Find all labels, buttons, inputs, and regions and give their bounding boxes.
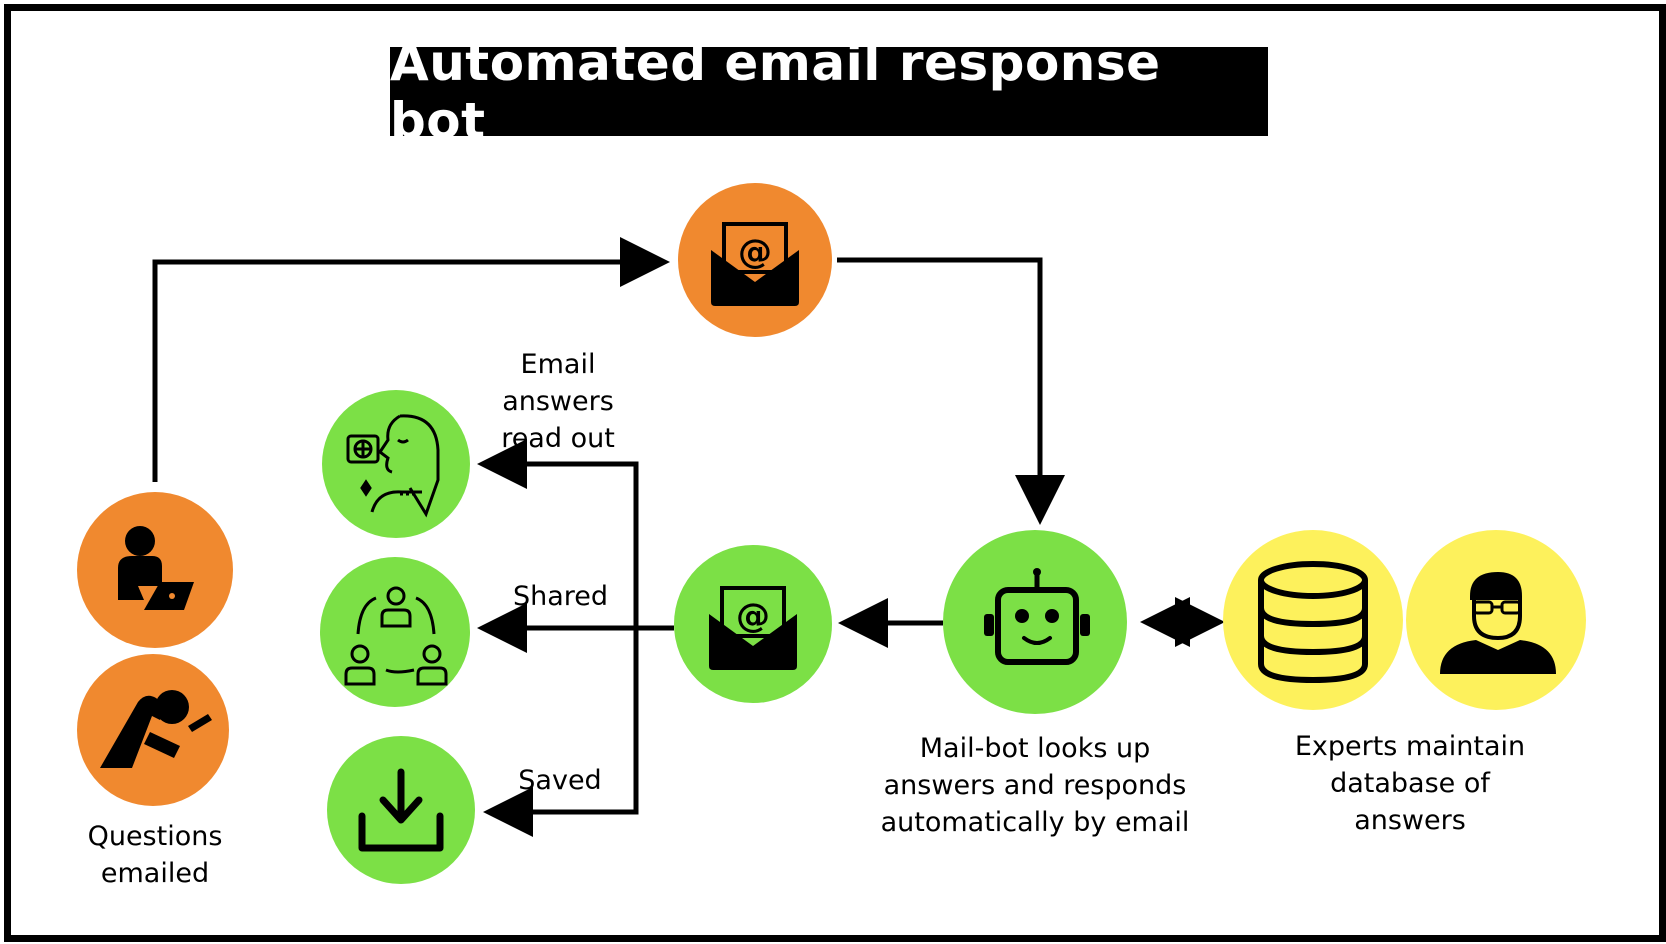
label-line: Questions — [87, 821, 223, 852]
database-icon — [1258, 561, 1368, 684]
diagram-frame — [4, 4, 1666, 942]
arrow-to-read-out — [477, 439, 639, 628]
label-line: answers — [1354, 805, 1466, 836]
arrow-to-saved — [483, 628, 639, 837]
voice-assistant-icon — [346, 414, 440, 518]
email-at-icon: @ — [709, 586, 797, 670]
label-line: automatically by email — [880, 807, 1190, 838]
label-shared: Shared — [512, 581, 609, 612]
svg-text:@: @ — [738, 232, 772, 272]
label-line: emailed — [100, 858, 210, 889]
label-bot: Mail-bot looks up answers and responds a… — [870, 730, 1200, 841]
label-line: database of — [1330, 768, 1490, 799]
person-phone-icon — [100, 690, 212, 768]
node-read-out — [322, 390, 470, 538]
label-line: read out — [501, 423, 615, 454]
email-at-icon: @ — [711, 222, 799, 306]
node-user-phone — [77, 654, 229, 806]
robot-icon — [984, 568, 1090, 665]
expert-person-icon — [1440, 572, 1556, 674]
node-email-out: @ — [674, 545, 832, 703]
connectors — [152, 237, 1225, 837]
label-line: answers and responds — [883, 770, 1187, 801]
arrow-email-to-bot — [837, 257, 1065, 525]
node-user-laptop — [77, 492, 233, 648]
label-line: answers — [502, 386, 614, 417]
share-cycle-icon — [344, 586, 448, 686]
label-line: Email — [520, 349, 596, 380]
label-questions-emailed: Questions emailed — [70, 818, 240, 892]
label-saved: Saved — [518, 765, 602, 796]
node-shared — [320, 557, 470, 707]
label-experts: Experts maintain database of answers — [1270, 728, 1550, 839]
label-line: Mail-bot looks up — [919, 733, 1151, 764]
node-email-in: @ — [678, 183, 832, 337]
label-read-out: Email answers read out — [478, 346, 638, 457]
node-expert — [1406, 530, 1586, 710]
node-saved — [327, 736, 475, 884]
node-bot — [943, 530, 1127, 714]
person-laptop-icon — [118, 526, 194, 610]
label-line: Experts maintain — [1294, 731, 1526, 762]
node-database — [1223, 530, 1403, 710]
download-icon — [358, 768, 444, 852]
svg-text:@: @ — [736, 596, 770, 636]
arrow-user-to-email — [152, 237, 670, 482]
